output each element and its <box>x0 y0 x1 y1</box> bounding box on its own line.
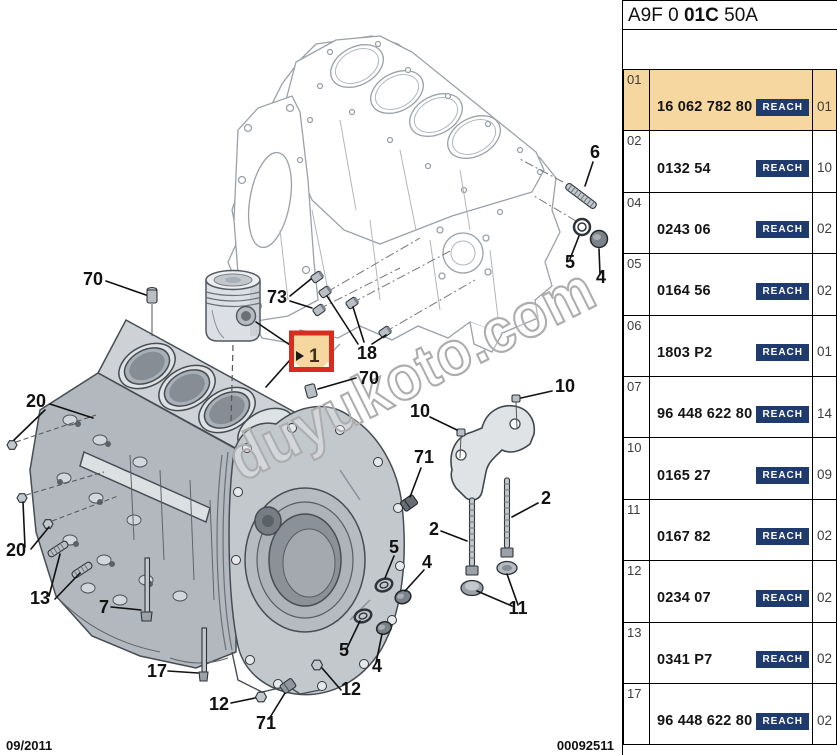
part-number: 0167 82 <box>657 528 711 545</box>
callout-10-b[interactable]: 10 <box>555 376 575 396</box>
callout-5-c[interactable]: 5 <box>339 640 349 660</box>
part-number: 0341 P7 <box>657 651 713 668</box>
row-qty: 10 <box>812 131 836 192</box>
callout-18[interactable]: 18 <box>357 343 377 363</box>
fasteners <box>6 183 609 703</box>
callout-71-b[interactable]: 71 <box>256 713 276 733</box>
callout-7[interactable]: 7 <box>99 597 109 617</box>
callout-10-a[interactable]: 10 <box>410 401 430 421</box>
reach-badge[interactable]: REACH <box>756 98 809 116</box>
callout-20-a[interactable]: 20 <box>26 391 46 411</box>
reach-badge[interactable]: REACH <box>756 282 809 300</box>
row-qty: 02 <box>812 192 836 254</box>
row-qty: 02 <box>812 622 836 683</box>
part-number: 1803 P2 <box>657 344 713 361</box>
callout-4-b[interactable]: 4 <box>422 552 432 572</box>
table-row[interactable]: 02 0132 54 REACH 10 <box>623 130 837 193</box>
table-row[interactable]: 12 0234 07 REACH 02 <box>623 560 837 623</box>
callout-70-a[interactable]: 70 <box>83 269 103 289</box>
row-index: 04 <box>624 192 650 254</box>
callout-71-a[interactable]: 71 <box>414 447 434 467</box>
catalog-code-header: A9F 0 01C 50A <box>623 0 837 30</box>
part-number: 96 448 622 80 <box>657 713 753 730</box>
row-qty: 01 <box>812 315 836 376</box>
table-row[interactable]: 10 0165 27 REACH 09 <box>623 437 837 500</box>
footer-date: 09/2011 <box>6 738 52 753</box>
engine-block-upper <box>227 35 561 361</box>
callout-4-c[interactable]: 4 <box>372 656 382 676</box>
row-index: 10 <box>624 438 650 499</box>
table-row[interactable]: 04 0243 06 REACH 02 <box>623 191 837 255</box>
row-qty: 02 <box>812 683 836 745</box>
callout-73[interactable]: 73 <box>267 287 287 307</box>
row-qty: 02 <box>812 254 836 315</box>
row-index: 12 <box>624 561 650 622</box>
callout-12-a[interactable]: 12 <box>341 679 361 699</box>
row-index: 13 <box>624 622 650 683</box>
row-index: 17 <box>624 683 650 745</box>
leader-lines <box>13 161 601 720</box>
reach-badge[interactable]: REACH <box>756 221 809 239</box>
table-row[interactable]: 06 1803 P2 REACH 01 <box>623 314 837 377</box>
row-index: 05 <box>624 254 650 315</box>
row-index: 06 <box>624 315 650 376</box>
engine-block-lower <box>29 318 405 696</box>
highlighted-callout-box[interactable]: 1 <box>289 330 334 372</box>
bolt-axis-lines <box>318 157 577 333</box>
row-qty: 02 <box>812 561 836 622</box>
part-number: 0243 06 <box>657 221 711 238</box>
part-number: 0234 07 <box>657 590 711 607</box>
row-index: 01 <box>624 70 650 131</box>
reach-badge[interactable]: REACH <box>756 712 809 730</box>
mount-bracket <box>450 404 536 501</box>
piston <box>205 269 261 423</box>
code-prefix: A9F 0 <box>628 5 684 26</box>
cylinder-bores-upper <box>330 44 501 159</box>
row-index: 07 <box>624 376 650 438</box>
reach-badge[interactable]: REACH <box>756 405 809 423</box>
row-qty: 14 <box>812 376 836 438</box>
reach-badge[interactable]: REACH <box>756 528 809 546</box>
reach-badge[interactable]: REACH <box>756 467 809 485</box>
callout-4-a[interactable]: 4 <box>596 267 606 287</box>
reach-badge[interactable]: REACH <box>756 589 809 607</box>
callout-13[interactable]: 13 <box>30 588 50 608</box>
callout-17[interactable]: 17 <box>147 661 167 681</box>
part-number: 0165 27 <box>657 467 711 484</box>
row-qty: 09 <box>812 438 836 499</box>
exploded-view-diagram: duyukoto.com 70 73 18 <box>6 35 614 753</box>
row-index: 11 <box>624 499 650 561</box>
callout-11[interactable]: 11 <box>508 598 527 618</box>
callout-5-b[interactable]: 5 <box>389 537 399 557</box>
part-number: 16 062 782 80 <box>657 99 753 116</box>
row-qty: 02 <box>812 499 836 561</box>
table-row[interactable]: 11 0167 82 REACH 02 <box>623 498 837 562</box>
callout-1-label: 1 <box>309 346 320 367</box>
callout-12-b[interactable]: 12 <box>209 694 229 714</box>
footer-doc-number: 00092511 <box>557 738 614 753</box>
table-spacer <box>623 30 837 70</box>
part-number: 0164 56 <box>657 283 711 300</box>
row-qty: 01 <box>812 70 836 131</box>
callout-2-b[interactable]: 2 <box>429 519 439 539</box>
code-bold: 01C <box>683 5 719 26</box>
reach-badge[interactable]: REACH <box>756 344 809 362</box>
callout-2-a[interactable]: 2 <box>541 488 551 508</box>
reach-badge[interactable]: REACH <box>756 160 809 178</box>
table-row[interactable]: 05 0164 56 REACH 02 <box>623 253 837 316</box>
callout-6[interactable]: 6 <box>590 142 600 162</box>
part-number: 96 448 622 80 <box>657 406 753 423</box>
reach-badge[interactable]: REACH <box>756 651 809 669</box>
part-number: 0132 54 <box>657 160 711 177</box>
table-row[interactable]: 13 0341 P7 REACH 02 <box>623 621 837 684</box>
callout-5-a[interactable]: 5 <box>565 252 575 272</box>
callout-70-b[interactable]: 70 <box>359 368 379 388</box>
code-suffix: 50A <box>718 5 758 26</box>
callout-20-b[interactable]: 20 <box>6 540 26 560</box>
row-index: 02 <box>624 131 650 192</box>
